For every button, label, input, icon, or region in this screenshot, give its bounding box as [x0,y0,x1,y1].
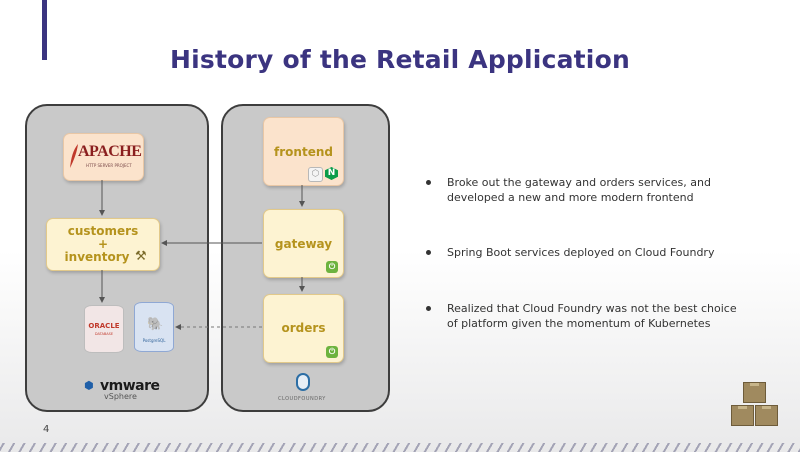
inventory-label: inventory [64,250,130,264]
frontend-box: frontend ⬡ N [263,117,344,186]
postgres-label: PostgreSQL [142,338,166,343]
nginx-icon: N [325,167,338,180]
postgres-database: 🐘 PostgreSQL [134,302,174,352]
customers-label: customers [67,224,139,238]
bullet-text-line: Realized that Cloud Foundry was not the … [447,302,737,315]
slide-title: History of the Retail Application [170,45,630,74]
gateway-box: gateway ⏻ [263,209,344,278]
accent-bar [42,0,47,60]
page-number: 4 [43,424,50,435]
cloudfoundry-icon [296,373,310,391]
orders-box: orders ⏻ [263,294,344,363]
apache-box: APACHE HTTP SERVER PROJECT [63,133,144,181]
nodejs-icon: ⬡ [308,167,323,182]
apache-subtitle: HTTP SERVER PROJECT [86,163,132,168]
tomcat-icon: ⚒ [135,249,147,264]
gateway-label: gateway [274,237,333,251]
plus-label: + [97,237,109,251]
postgres-elephant-icon: 🐘 [147,317,164,332]
bullet-text-line: Broke out the gateway and orders service… [447,176,711,189]
crate-icon [743,382,766,403]
vmware-logo: vmware [100,378,160,394]
apache-feather-icon [70,144,78,168]
bullet-dot [426,306,431,311]
bullet-text-line: Spring Boot services deployed on Cloud F… [447,246,715,259]
bullet-dot [426,180,431,185]
bullet-dot [426,250,431,255]
oracle-label: ORACLE [88,322,120,330]
bullet-text-line: developed a new and more modern frontend [447,191,694,204]
oracle-database: ORACLE DATABASE [84,305,124,353]
spring-boot-icon: ⏻ [326,346,338,358]
spring-boot-icon: ⏻ [326,261,338,273]
oracle-sublabel: DATABASE [94,332,114,336]
bullet-text-line: of platform given the momentum of Kubern… [447,317,711,330]
orders-label: orders [281,321,326,335]
vsphere-icon: ⬢ [84,379,94,392]
decorative-stripe [0,443,800,452]
customers-inventory-box: customers + inventory ⚒ [46,218,160,271]
frontend-label: frontend [274,145,333,159]
apache-logo: APACHE [78,143,142,160]
crate-icon [755,405,778,426]
cloudfoundry-label: CLOUDFOUNDRY [278,396,326,402]
vsphere-label: vSphere [104,392,137,401]
crate-icon [731,405,754,426]
